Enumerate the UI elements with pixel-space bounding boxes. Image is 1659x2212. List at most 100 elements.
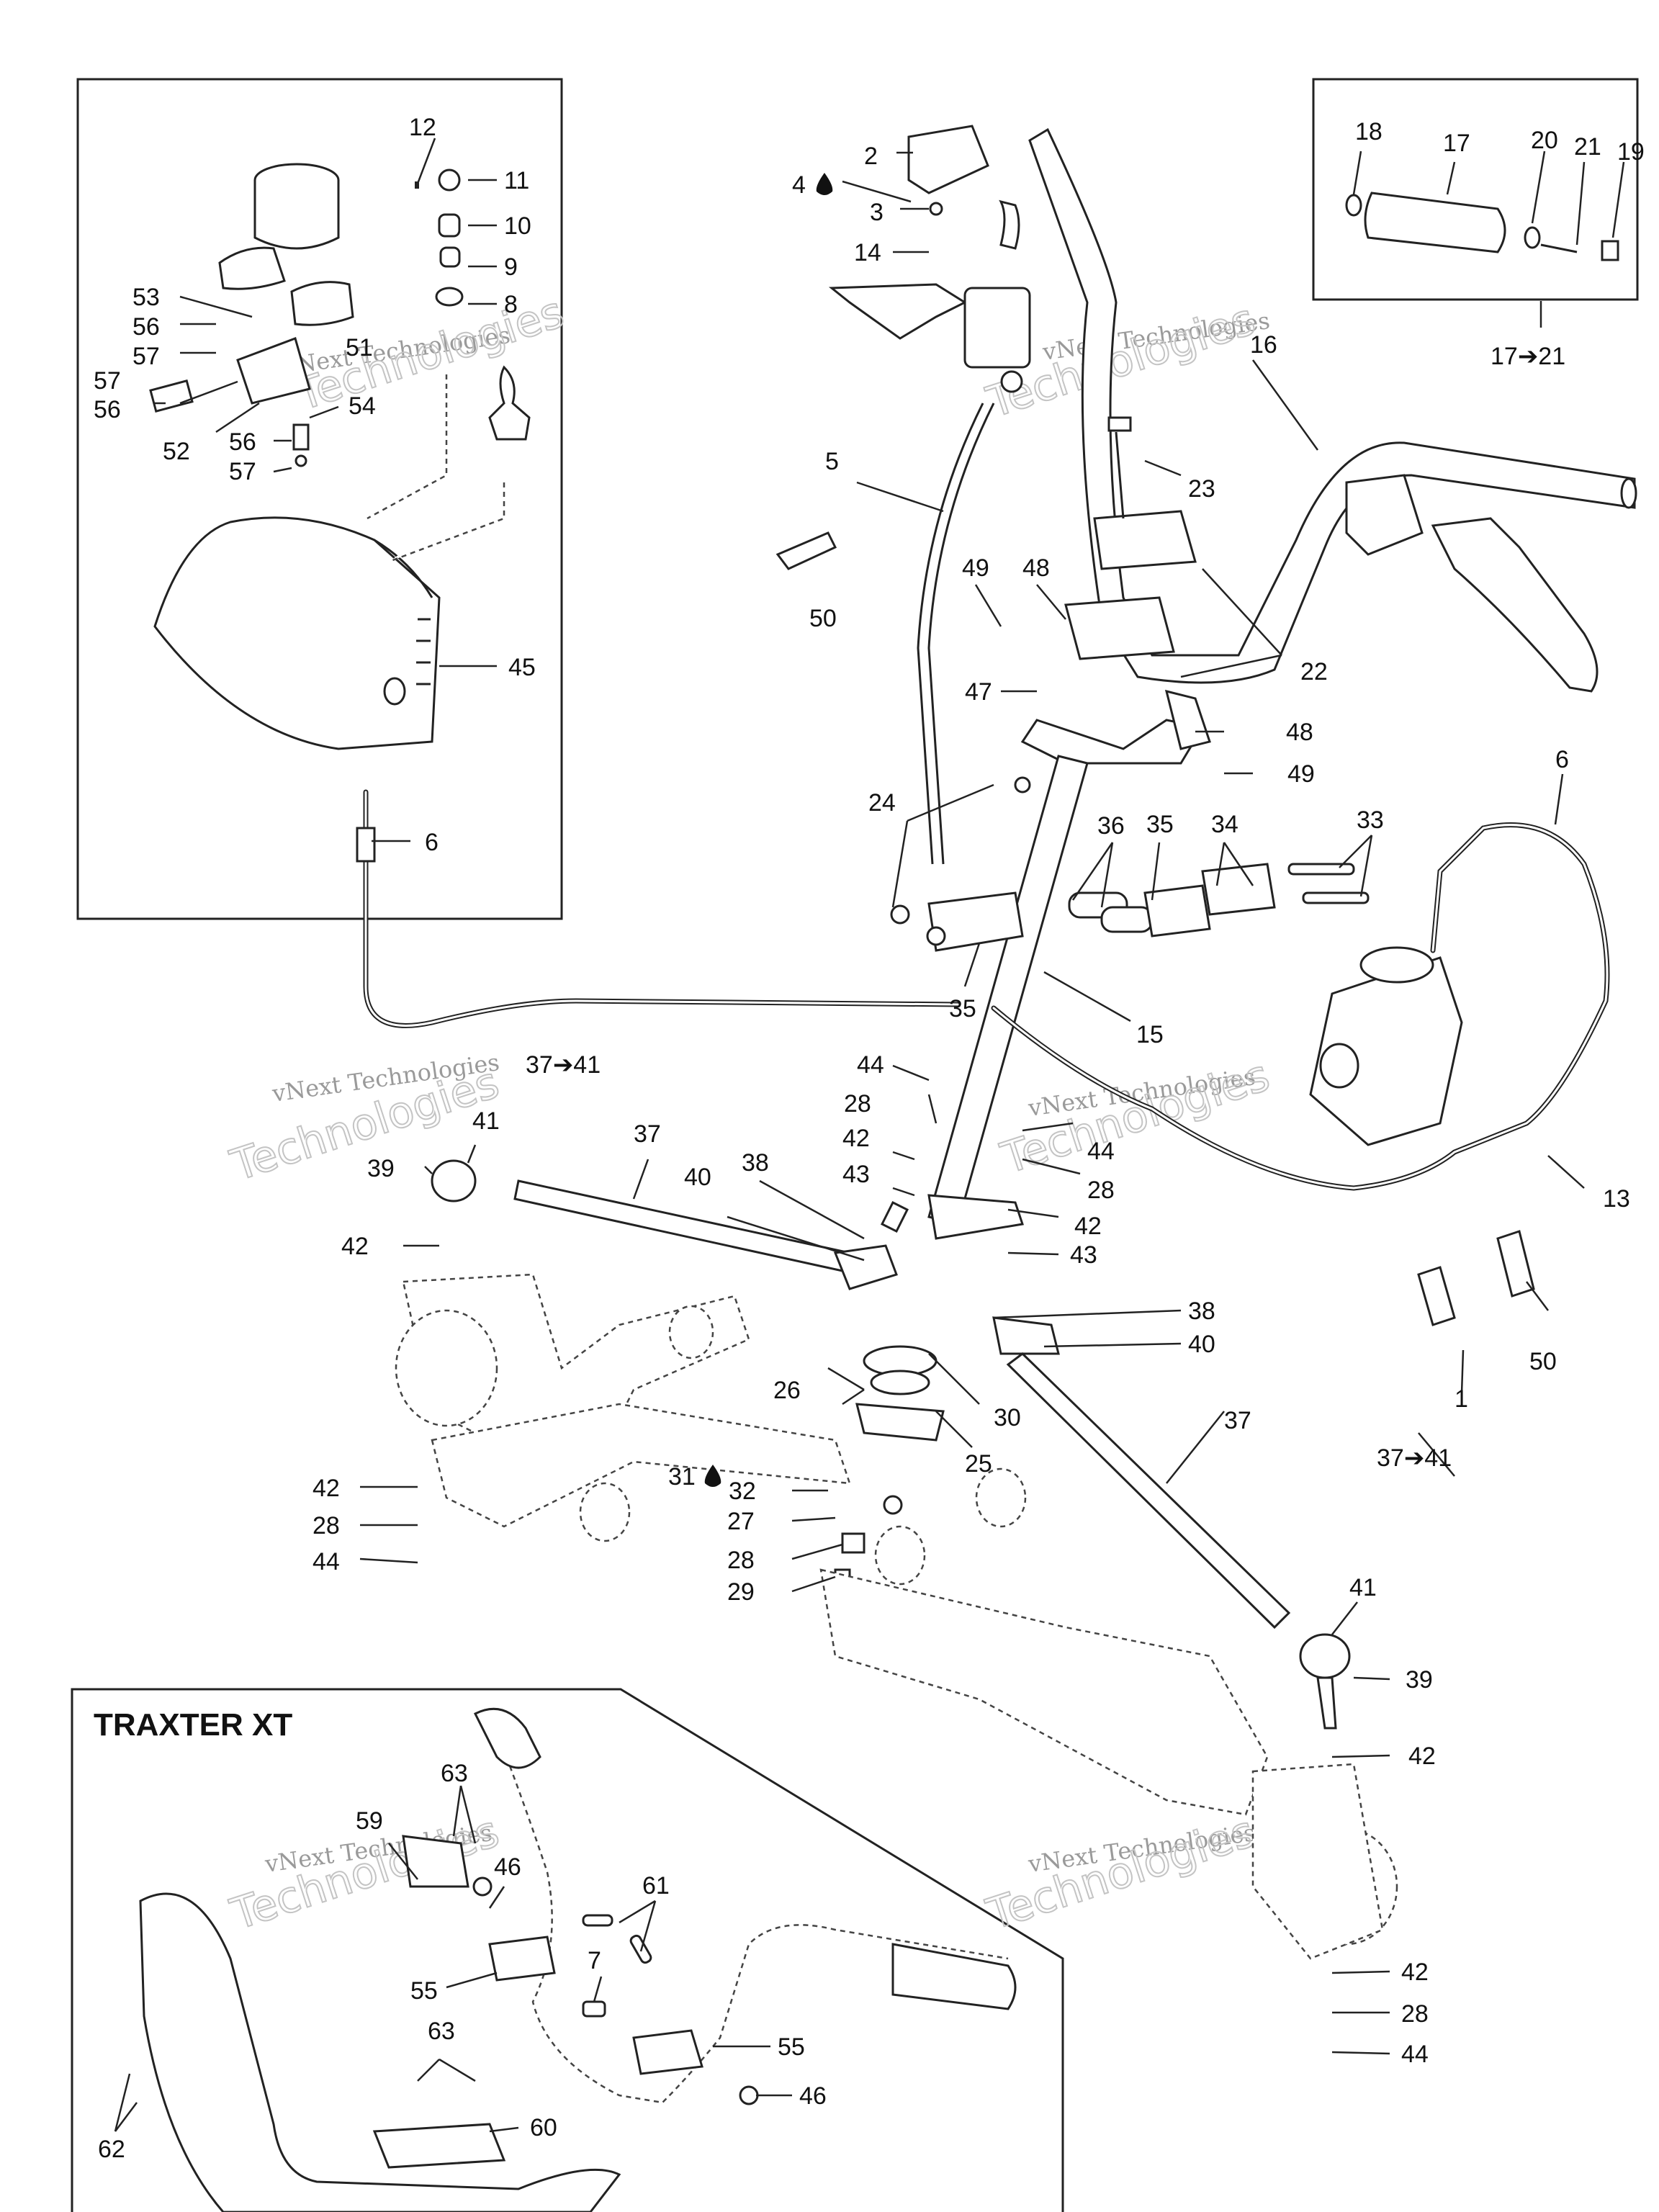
callout-63: 63 [428, 2018, 455, 2045]
callout-37: 37 [634, 1120, 661, 1148]
range-label-17-21: 17➔21 [1491, 343, 1565, 370]
callout-42: 42 [1401, 1959, 1429, 1986]
callout-29: 29 [727, 1578, 755, 1606]
callout-56: 56 [132, 313, 160, 341]
column-bearing-assembly [834, 1345, 945, 1580]
callout-59: 59 [356, 1807, 383, 1835]
callout-44: 44 [1401, 2041, 1429, 2068]
callout-6: 6 [425, 829, 439, 856]
callout-19: 19 [1617, 138, 1645, 166]
callout-55: 55 [410, 1977, 438, 2005]
cable-ties [775, 531, 1535, 1326]
callout-12: 12 [409, 114, 436, 141]
callout-23: 23 [1188, 475, 1215, 503]
callout-28: 28 [1087, 1177, 1115, 1204]
callout-50: 50 [1529, 1348, 1557, 1375]
callout-34: 34 [1211, 811, 1238, 838]
tie-rod-right [992, 1316, 1351, 1730]
throttle-cable-6 [991, 822, 1610, 1191]
callout-44: 44 [857, 1051, 884, 1079]
handlebar-16 [1028, 127, 1637, 693]
range-label-37-41: 37➔41 [1377, 1444, 1452, 1472]
traxter-handlebar [473, 1707, 1017, 2104]
callout-3: 3 [870, 199, 884, 226]
traxter-clamps [472, 1876, 759, 2105]
handlebar-clamp [1064, 416, 1197, 660]
callout-36: 36 [1097, 812, 1125, 840]
callout-2: 2 [864, 143, 878, 170]
callout-26: 26 [773, 1377, 801, 1404]
traxter-handguard [139, 1835, 621, 2212]
leader-lines [114, 138, 1625, 2133]
column-support-35 [890, 863, 1370, 952]
callout-18: 18 [1355, 118, 1382, 145]
callout-38: 38 [1188, 1298, 1215, 1325]
callout-42: 42 [1408, 1743, 1436, 1770]
callout-63: 63 [441, 1760, 468, 1787]
callout-55: 55 [778, 2033, 805, 2061]
callout-17: 17 [1443, 130, 1470, 157]
callout-43: 43 [842, 1161, 870, 1188]
callout-21: 21 [1574, 133, 1601, 161]
callout-11: 11 [504, 167, 529, 194]
callout-41: 41 [1349, 1574, 1377, 1601]
callout-48: 48 [1022, 554, 1050, 582]
suspension-right [819, 1467, 1398, 1960]
callout-9: 9 [504, 253, 518, 281]
grip-inset-parts [1345, 192, 1619, 261]
callout-43: 43 [1070, 1241, 1097, 1269]
callout-35: 35 [949, 995, 976, 1022]
tie-rod-left [431, 1159, 909, 1290]
callout-38: 38 [742, 1149, 769, 1177]
range-label-37-41: 37➔41 [526, 1051, 601, 1079]
suspension-left [395, 1273, 851, 1542]
callout-5: 5 [825, 448, 839, 475]
callout-22: 22 [1300, 658, 1328, 685]
callout-47: 47 [965, 678, 992, 706]
callout-14: 14 [854, 239, 881, 266]
callout-52: 52 [163, 438, 190, 465]
fluid-drop-icon [704, 1465, 721, 1487]
callout-42: 42 [341, 1233, 369, 1260]
callout-13: 13 [1603, 1185, 1630, 1213]
callout-49: 49 [1287, 760, 1315, 788]
callout-62: 62 [98, 2136, 125, 2163]
callout-50: 50 [809, 605, 837, 632]
callout-49: 49 [962, 554, 989, 582]
callout-48: 48 [1286, 719, 1313, 746]
callout-27: 27 [727, 1508, 755, 1535]
callout-8: 8 [504, 291, 518, 318]
callout-28: 28 [727, 1547, 755, 1574]
callout-16: 16 [1250, 331, 1277, 359]
callout-61: 61 [642, 1872, 670, 1899]
callout-28: 28 [1401, 2000, 1429, 2028]
callout-33: 33 [1357, 806, 1384, 834]
callout-10: 10 [504, 212, 531, 240]
callout-28: 28 [313, 1512, 340, 1539]
inset-frame-speedometer [76, 78, 563, 920]
callout-31: 31 [668, 1463, 696, 1491]
instrument-pod-45 [153, 516, 441, 750]
callout-37: 37 [1224, 1407, 1251, 1434]
speedometer-assembly [149, 163, 531, 467]
assembly-guideline [367, 374, 505, 563]
steering-column-15 [927, 689, 1211, 1240]
callout-40: 40 [1188, 1331, 1215, 1358]
callout-60: 60 [530, 2114, 557, 2141]
callout-41: 41 [472, 1107, 500, 1135]
callout-57: 57 [94, 367, 121, 395]
callout-7: 7 [588, 1947, 601, 1974]
callout-25: 25 [965, 1450, 992, 1478]
callout-39: 39 [367, 1155, 395, 1182]
callout-45: 45 [508, 654, 536, 681]
callout-42: 42 [842, 1125, 870, 1152]
fluid-drop-icon [816, 173, 833, 195]
inset-frame-grip [1312, 78, 1639, 301]
callout-6: 6 [1555, 746, 1569, 773]
callout-42: 42 [1074, 1213, 1102, 1240]
callout-39: 39 [1406, 1666, 1433, 1694]
callout-46: 46 [799, 2082, 827, 2110]
callout-24: 24 [868, 789, 896, 817]
callout-4: 4 [792, 171, 806, 199]
